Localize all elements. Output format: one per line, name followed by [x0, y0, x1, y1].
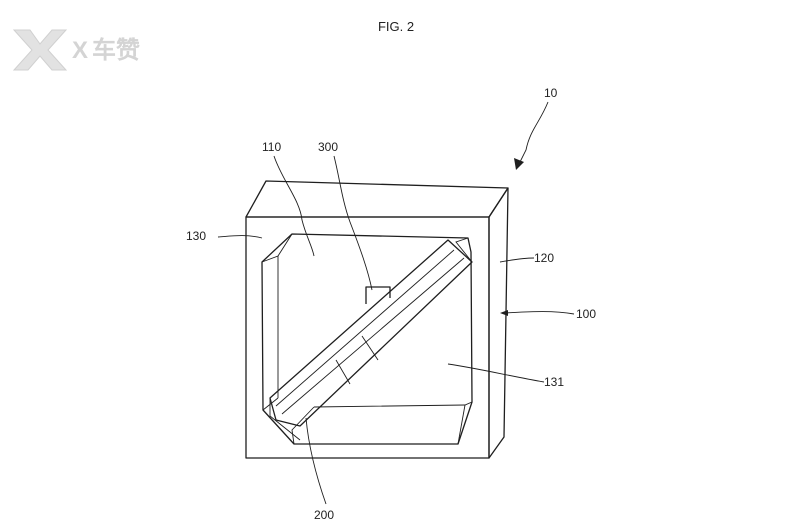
plate-ridge-upper	[275, 249, 455, 407]
leader-lines	[217, 101, 575, 505]
inner-chamber	[261, 233, 473, 445]
leader-110	[273, 155, 315, 257]
label-120: 120	[534, 251, 554, 265]
body-frame	[245, 180, 509, 459]
inner-opening	[261, 233, 473, 445]
leader-300	[333, 155, 373, 291]
diagonal-plate	[269, 239, 473, 441]
leader-120	[499, 257, 535, 263]
bottom-ledge-left	[291, 406, 315, 445]
bottom-left-bevel	[262, 397, 279, 411]
bottom-ledge-right	[457, 404, 466, 445]
watermark-logo: X 车赞	[12, 29, 140, 71]
label-300: 300	[318, 140, 338, 154]
top-face	[245, 180, 509, 218]
top-left-bevel	[261, 233, 293, 263]
arrow-100	[500, 310, 508, 316]
car-brand-logo-icon	[12, 29, 68, 71]
label-200: 200	[314, 508, 334, 522]
arrow-10	[514, 158, 524, 170]
watermark-text: 车赞	[92, 36, 140, 64]
bottom-ledge-back	[313, 401, 473, 408]
plate-segment-2	[335, 359, 351, 385]
plate-segment-1	[361, 335, 379, 361]
plate-outline	[269, 239, 473, 427]
leader-200	[305, 417, 327, 505]
label-110: 110	[262, 140, 281, 154]
leader-131	[447, 363, 545, 383]
support-block	[365, 286, 391, 304]
plate-bottom-edge	[269, 398, 301, 441]
right-face	[488, 187, 509, 459]
label-131: 131	[544, 375, 564, 389]
leader-100	[503, 311, 575, 315]
figure-title: FIG. 2	[378, 19, 414, 34]
support-outline	[365, 286, 391, 304]
label-100: 100	[576, 307, 596, 321]
label-10: 10	[544, 86, 558, 100]
leader-130	[217, 235, 263, 239]
label-130: 130	[186, 229, 206, 243]
watermark-brand: X	[72, 37, 88, 64]
leader-10	[517, 101, 549, 167]
right-inner-top	[455, 237, 473, 263]
plate-ridge-lower	[281, 257, 465, 415]
